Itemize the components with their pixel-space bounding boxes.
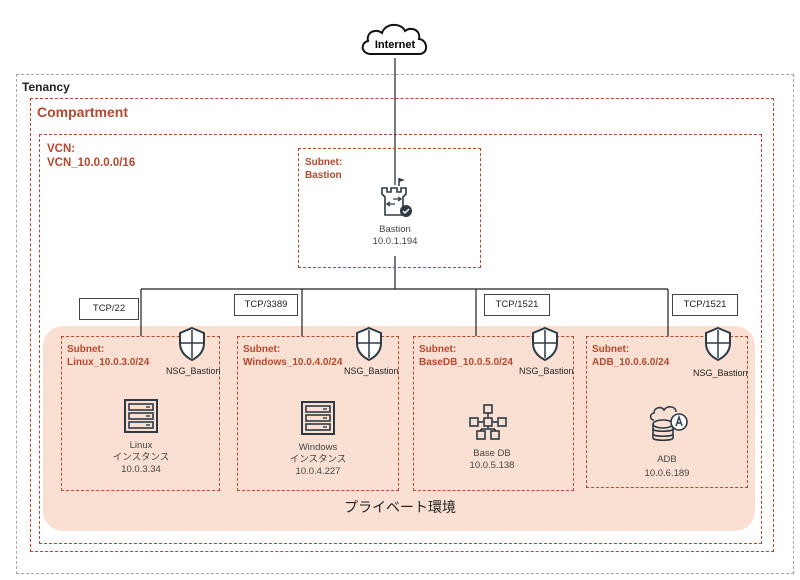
subnet-basedb-label-line2: BaseDB_10.0.5.0/24 [419,357,513,368]
windows-node-ip: 10.0.4.227 [295,466,341,477]
subnet-bastion-label-line2: Bastion [305,170,342,181]
compartment-label: Compartment [37,104,129,120]
nsg-label-linux: NSG_Bastion [166,366,221,376]
tcp-label-linux: TCP/22 [79,298,139,320]
server-icon [299,400,337,436]
subnet-basedb [413,336,574,491]
bastion-tower-icon [378,176,414,218]
subnet-basedb-label-line1: Subnet: [419,344,457,355]
private-area-label: プライベート環境 [344,499,456,515]
subnet-windows [237,336,399,491]
bastion-node-ip: 10.0.1.194 [372,236,418,247]
shield-icon [177,326,207,362]
cloud-icon [361,23,428,55]
server-icon [122,398,160,434]
nsg-label-windows: NSG_Bastion [344,366,399,376]
vcn-label-line2: VCN_10.0.0.0/16 [47,157,136,169]
subnet-windows-label-line2: Windows_10.0.4.0/24 [243,357,343,368]
nsg-label-adb: NSG_Bastion [693,368,748,378]
vcn-label-line1: VCN: [47,143,76,155]
basedb-node-line1: Base DB [473,448,511,459]
adb-node-ip: 10.0.6.189 [644,468,690,479]
tcp-label-windows: TCP/3389 [234,294,298,316]
subnet-windows-label-line1: Subnet: [243,344,281,355]
adb-node-line1: ADB [657,454,677,465]
linux-node-line2: インスタンス [112,452,170,463]
vcn-boundary [39,134,762,544]
subnet-linux [61,336,220,491]
bastion-node-name: Bastion [379,224,411,235]
vcn-label: VCN: VCN_10.0.0.0/16 [47,142,135,170]
tcp-label-adb: TCP/1521 [672,294,738,316]
windows-node-line2: インスタンス [289,454,347,465]
subnet-linux-label: Subnet: Linux_10.0.3.0/24 [67,343,149,369]
subnet-adb-label-line1: Subnet: [592,344,630,355]
subnet-adb [586,336,748,488]
tcp-label-basedb: TCP/1521 [484,294,550,316]
subnet-adb-label: Subnet: ADB_10.0.6.0/24 [592,343,669,369]
subnet-windows-label: Subnet: Windows_10.0.4.0/24 [243,343,342,369]
internet-node [357,18,433,60]
basedb-node-ip: 10.0.5.138 [469,460,515,471]
subnet-linux-label-line2: Linux_10.0.3.0/24 [67,357,150,368]
shield-icon [354,326,384,362]
windows-node-line1: Windows [298,442,338,453]
subnet-bastion-label: Subnet: Bastion [305,156,342,182]
tenancy-label: Tenancy [22,80,70,94]
linux-node-line1: Linux [129,440,153,451]
base-db-icon [468,404,508,440]
shield-icon [703,326,733,362]
internet-label: Internet [374,39,416,51]
nsg-label-basedb: NSG_Bastion [519,366,574,376]
subnet-bastion-label-line1: Subnet: [305,157,343,168]
tenancy-boundary [16,74,794,574]
subnet-bastion [298,148,481,268]
private-area [43,326,755,531]
autonomous-db-icon [646,404,690,444]
subnet-linux-label-line1: Subnet: [67,344,105,355]
subnet-basedb-label: Subnet: BaseDB_10.0.5.0/24 [419,343,513,369]
shield-icon [530,326,560,362]
linux-node-ip: 10.0.3.34 [121,464,161,475]
compartment-boundary [30,98,774,552]
subnet-adb-label-line2: ADB_10.0.6.0/24 [592,357,670,368]
